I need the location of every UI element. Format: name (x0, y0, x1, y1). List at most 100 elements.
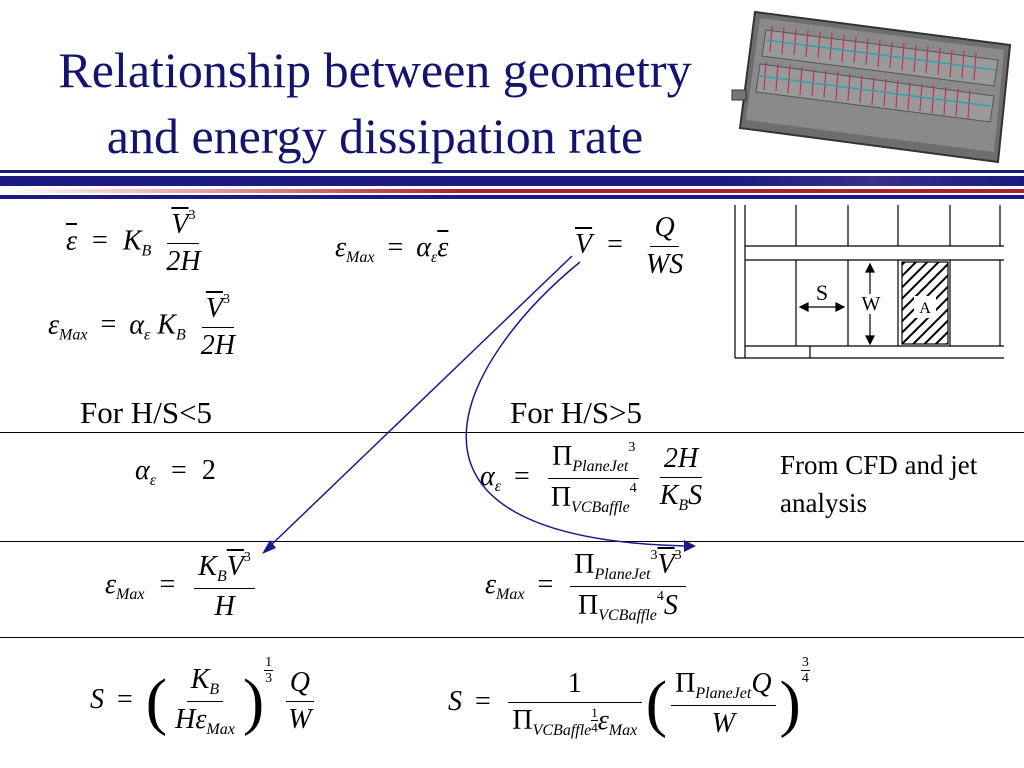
eq-pi-top: Π (574, 549, 595, 580)
eq-fraction: KB HεMax (171, 664, 239, 739)
eq-fraction: KBV3 H (194, 550, 255, 623)
eq-num-sub: B (209, 681, 220, 699)
eq-rhs: 2 (201, 455, 216, 486)
label-a: A (919, 300, 931, 317)
equation-eps-max-full: εMax = αε KB V3 2H (48, 292, 243, 362)
title-rule-navy-thin (0, 170, 1024, 173)
eq-fraction-2: Q W (284, 667, 315, 736)
eq-num-sup: 3 (243, 550, 251, 565)
eq-equals: = (475, 686, 491, 717)
eq-pi-fraction: ΠPlaneJet3 ΠVCBaffle4 (547, 440, 641, 517)
eq-den: WS (645, 249, 684, 280)
eq-pi-bot-sub: VCBaffle (571, 499, 630, 516)
table-rule-1 (0, 432, 1024, 433)
eq-equals: = (537, 568, 554, 600)
slide-title-line-1: Relationship between geometry (58, 42, 692, 98)
equation-eps-max-alpha: εMax = αεε (335, 232, 448, 267)
equation-eps-max-high: εMax = ΠPlaneJet3V3 ΠVCBaffle4S (485, 548, 690, 625)
area-a-label-bg (914, 296, 936, 318)
eq-num: 1 (507, 668, 642, 703)
eq-lhs: ε (48, 309, 60, 341)
eq-num-sup: 3 (222, 292, 230, 307)
eq-den-sub: VCBaffle (532, 721, 592, 739)
eq-den-e: ε (597, 704, 609, 736)
eq-lhs: ε (335, 232, 347, 263)
eq-geom-fraction: 2H KBS (656, 443, 706, 515)
eq-lhs-sub: Max (346, 249, 375, 266)
eq-den: H (175, 704, 196, 736)
eq-pi-bot: Π (577, 590, 599, 621)
eq-pi-bot-sup: 4 (656, 589, 664, 604)
eq-pi-bot: Π (550, 482, 572, 513)
arrowhead-left (262, 540, 276, 554)
equation-alpha-high: αε = ΠPlaneJet3 ΠVCBaffle4 2H KBS (480, 440, 710, 517)
eq-pi-top-sup: 3 (650, 548, 658, 563)
eq-pi-top-sub: PlaneJet (594, 566, 651, 583)
eq-equals: = (159, 568, 176, 600)
eq-pi-bot-sub: VCBaffle (598, 607, 657, 624)
eq-equals: = (514, 460, 530, 492)
label-s: S (816, 280, 828, 305)
eq-num-sup: 3 (188, 208, 196, 223)
eq-pi-top-sub: PlaneJet (572, 458, 629, 475)
eq-den2-sub: B (678, 496, 689, 514)
eq-lhs: ε (485, 568, 497, 600)
eq-fraction: ΠPlaneJet3V3 ΠVCBaffle4S (570, 548, 686, 625)
heading-right: For H/S>5 (510, 395, 643, 430)
eq-num: Q (650, 212, 679, 247)
eq-lhs: α (480, 460, 495, 492)
eq-lhs: ε (66, 225, 78, 257)
eq-p-num-sub: PlaneJet (695, 684, 752, 702)
eq-fraction: V3 2H (197, 292, 239, 362)
eq-coef-sub: B (175, 326, 186, 344)
eq-den: 2H (166, 246, 201, 277)
eq-lhs-sub: Max (116, 585, 145, 603)
eq-equals: = (92, 225, 108, 257)
paren-open: ( (145, 665, 168, 737)
eq-den-pi: Π (512, 704, 533, 736)
eq-num: K (190, 664, 210, 696)
paren-open: ( (645, 667, 668, 739)
eq-num2: 2H (659, 443, 703, 478)
slide-title-line-2: and energy dissipation rate (106, 108, 644, 164)
eq-equals: = (100, 309, 117, 341)
baffle-grid (734, 205, 1004, 359)
cfd-note: From CFD and jet analysis (780, 450, 978, 518)
eq-pi-bot-sup: 4 (629, 481, 637, 496)
equation-eps-max-low: εMax = KBV3 H (105, 550, 259, 623)
eq-p-num-tail: Q (751, 667, 772, 699)
eq-equals: = (117, 684, 133, 715)
eq-lhs: α (135, 455, 150, 486)
eq-coef-sub: B (141, 242, 152, 260)
eq-den2: K (659, 479, 679, 511)
eq-lhs-sub: ε (149, 472, 157, 489)
eq-coef: K (157, 309, 176, 341)
tank-3d-image (731, 10, 1012, 164)
eq-lhs: S (90, 684, 104, 715)
eq-den: H (214, 591, 235, 622)
eq-lhs-sub: Max (59, 326, 88, 344)
label-w: W (862, 293, 881, 315)
eq-fraction: Q WS (642, 212, 687, 281)
eq-alpha: α (129, 309, 144, 341)
eq-num-v: V (226, 551, 244, 582)
eq-den-e-sub: Max (608, 721, 638, 739)
heading-left: For H/S<5 (80, 395, 213, 430)
eq-fraction: V3 2H (162, 208, 204, 278)
eq-num-sup: 3 (674, 548, 682, 563)
title-rule-navy-thick (0, 176, 1024, 186)
eq-lhs: S (448, 686, 462, 717)
eq-num2: Q (285, 667, 314, 703)
eq-lhs-sub: ε (494, 477, 502, 495)
eq-alpha-sub: ε (143, 326, 151, 344)
eq-lhs: V (575, 228, 593, 260)
hatched-area-a (901, 261, 949, 345)
equation-alpha-low: αε = 2 (135, 455, 216, 490)
eq-paren-fraction: ΠPlaneJetQ W (671, 667, 776, 740)
paren-close: ) (779, 667, 801, 739)
eq-num-sub: B (216, 568, 227, 585)
